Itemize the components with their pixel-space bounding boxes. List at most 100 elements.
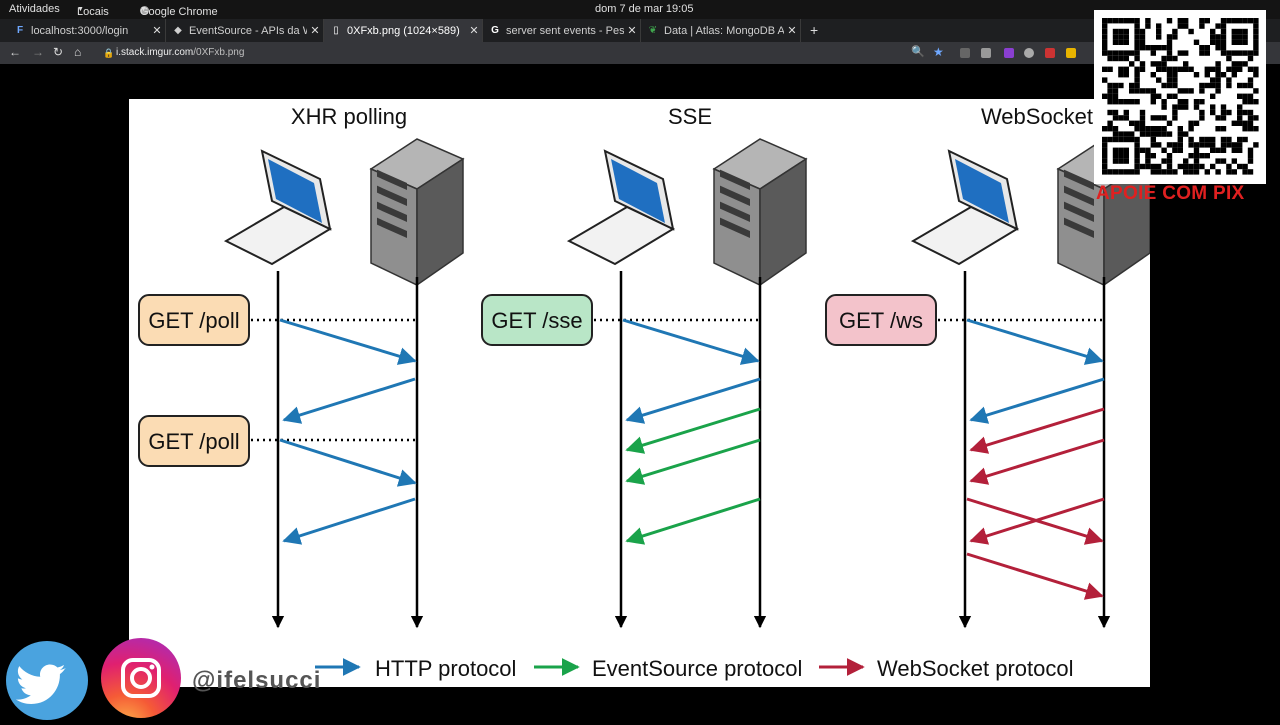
qr-module	[1166, 131, 1173, 137]
qr-module	[1166, 158, 1173, 164]
home-icon[interactable]: ⌂	[74, 45, 82, 59]
tab-mongodb-atlas[interactable]: ❦ Data | Atlas: MongoDB A ✕	[641, 19, 801, 42]
back-arrow-icon[interactable]: ←	[9, 45, 21, 59]
reload-icon[interactable]: ↻	[53, 45, 64, 59]
qr-module	[1199, 153, 1205, 159]
qr-module	[1210, 104, 1216, 110]
qr-module	[1247, 18, 1254, 24]
qr-module	[1145, 153, 1151, 159]
qr-module	[1166, 163, 1173, 170]
qr-module	[1177, 126, 1183, 132]
new-tab-button[interactable]: +	[810, 22, 819, 38]
qr-module	[1102, 66, 1108, 72]
qr-module	[1112, 147, 1119, 153]
close-icon[interactable]: ✕	[310, 25, 320, 37]
qr-module	[1188, 169, 1194, 175]
qr-module	[1177, 88, 1183, 94]
close-icon[interactable]: ✕	[627, 25, 637, 37]
legend-http-label: HTTP protocol	[375, 656, 516, 681]
qr-module	[1156, 66, 1162, 72]
qr-module	[1210, 136, 1216, 143]
qr-module	[1134, 72, 1140, 78]
close-icon[interactable]: ✕	[469, 25, 479, 37]
qr-module	[1161, 147, 1167, 153]
qr-module	[1242, 18, 1248, 24]
qr-module	[1150, 131, 1156, 137]
extension-icon[interactable]	[1066, 48, 1076, 58]
qr-module	[1134, 158, 1140, 164]
extension-icon[interactable]	[960, 48, 970, 58]
bookmark-star-icon[interactable]: ★	[933, 45, 944, 59]
qr-module	[1107, 50, 1113, 56]
qr-module	[1242, 109, 1248, 116]
qr-module	[1215, 115, 1221, 121]
qr-module	[1247, 147, 1254, 153]
qr-module	[1107, 55, 1113, 62]
qr-module	[1220, 115, 1227, 121]
extension-icon[interactable]	[1004, 48, 1014, 58]
qr-module	[1215, 126, 1221, 132]
zoom-icon[interactable]: 🔍	[911, 46, 925, 58]
qr-module	[1134, 142, 1140, 148]
qr-module	[1118, 72, 1124, 78]
activities-button[interactable]: Atividades	[9, 3, 60, 15]
qr-module	[1183, 163, 1189, 170]
qr-module	[1215, 77, 1221, 83]
qr-module	[1220, 158, 1227, 164]
url-host: i.stack.imgur.com	[116, 47, 194, 58]
qr-module	[1102, 34, 1108, 40]
close-icon[interactable]: ✕	[152, 25, 162, 37]
qr-module	[1134, 153, 1140, 159]
qr-module	[1118, 169, 1124, 175]
extension-icon[interactable]	[1045, 48, 1055, 58]
qr-module	[1188, 153, 1194, 159]
qr-module	[1237, 66, 1243, 72]
qr-module	[1150, 126, 1156, 132]
qr-module	[1112, 39, 1119, 45]
pix-qr-code	[1094, 10, 1266, 184]
qr-module	[1237, 34, 1243, 40]
tab-title: EventSource - APIs da W	[189, 24, 307, 37]
qr-module	[1172, 72, 1178, 78]
qr-module	[1237, 115, 1243, 121]
ws-websocket-arrows	[966, 407, 1105, 600]
qr-module	[1199, 163, 1205, 170]
qr-module	[1123, 34, 1129, 40]
qr-module	[1193, 39, 1200, 45]
tab-title: Data | Atlas: MongoDB A	[664, 24, 784, 37]
qr-module	[1118, 28, 1124, 35]
qr-module	[1172, 104, 1178, 110]
close-icon[interactable]: ✕	[787, 25, 797, 37]
qr-module	[1156, 23, 1162, 29]
tab-image-active[interactable]: ▯ 0XFxb.png (1024×589) ✕	[324, 19, 483, 42]
qr-module	[1231, 120, 1237, 126]
qr-module	[1123, 115, 1129, 121]
tab-eventsource-mdn[interactable]: ◆ EventSource - APIs da W ✕	[166, 19, 324, 42]
qr-module	[1102, 126, 1108, 132]
qr-module	[1253, 99, 1259, 105]
qr-module	[1118, 39, 1124, 45]
qr-module	[1161, 45, 1167, 51]
qr-module	[1204, 136, 1210, 143]
xhr-request-box-2	[138, 415, 250, 467]
qr-module	[1237, 28, 1243, 35]
xhr-server-icon	[370, 138, 464, 286]
qr-module	[1102, 28, 1108, 35]
tab-google-search[interactable]: G server sent events - Pes ✕	[483, 19, 641, 42]
extension-icon[interactable]	[981, 48, 991, 58]
qr-module	[1172, 147, 1178, 153]
clock[interactable]: dom 7 de mar 19:05	[595, 3, 694, 15]
qr-module	[1156, 163, 1162, 170]
qr-module	[1220, 18, 1227, 24]
gnome-top-bar: Atividades Locais ▼ Google Chrome ▼ dom …	[0, 0, 1280, 19]
forward-arrow-icon[interactable]: →	[32, 45, 44, 59]
qr-module	[1199, 88, 1205, 94]
qr-module	[1134, 88, 1140, 94]
qr-module	[1242, 39, 1248, 45]
extension-icon[interactable]	[1024, 48, 1034, 58]
qr-module	[1199, 45, 1205, 51]
qr-module	[1102, 158, 1108, 164]
address-bar[interactable]: i.stack.imgur.com/0XFxb.png	[116, 47, 244, 58]
tab-localhost-login[interactable]: F localhost:3000/login ✕	[8, 19, 166, 42]
qr-module	[1112, 93, 1119, 99]
